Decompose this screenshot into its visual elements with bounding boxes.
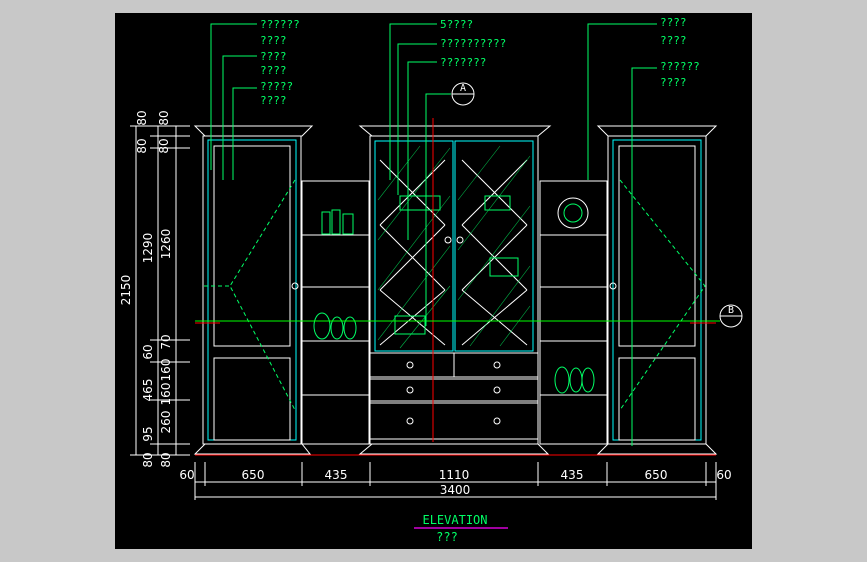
section-marker-a[interactable]: A	[451, 82, 475, 106]
hdim-60-right: 60	[716, 468, 731, 482]
callout-center-1: 5????	[440, 18, 473, 31]
callouts-center: 5???? ?????????? ???????	[440, 18, 506, 69]
horizontal-dimension-chain	[194, 462, 717, 500]
vdim-inner-80-second: 80	[157, 138, 171, 153]
callouts-right: ???? ???? ?????? ????	[660, 16, 700, 89]
vdim-inner-80-bottom: 80	[159, 452, 173, 467]
hdim-435-left: 435	[325, 468, 348, 482]
hdim-1110: 1110	[439, 468, 470, 482]
callout-right-3: ??????	[660, 60, 700, 73]
hdim-435-right: 435	[561, 468, 584, 482]
horizontal-dimension-texts: 60 650 435 1110 435 650 60 3400	[179, 468, 731, 497]
vdim-inner-160-a: 160	[159, 359, 173, 382]
vdim-inner-160-b: 160	[159, 383, 173, 406]
vertical-dimension-texts-inner: 80 80 1260 70 160 160 260 80	[157, 110, 173, 467]
callout-left-5: ?????	[260, 80, 293, 93]
vdim-outer-60: 60	[141, 344, 155, 359]
hdim-60-left: 60	[179, 468, 194, 482]
section-marker-a-label: A	[460, 83, 466, 94]
callout-left-1: ??????	[260, 18, 300, 31]
vdim-inner-80-top: 80	[157, 110, 171, 125]
callout-right-4: ????	[660, 76, 687, 89]
vdim-inner-260: 260	[159, 411, 173, 434]
callouts-left: ?????? ???? ???? ???? ????? ????	[260, 18, 300, 107]
drawing-title: ELEVATION	[422, 513, 487, 527]
callout-center-3: ???????	[440, 56, 486, 69]
callout-center-2: ??????????	[440, 37, 506, 50]
right-wardrobe	[596, 125, 718, 455]
vdim-outer-80-second: 80	[135, 138, 149, 153]
vdim-outer-2150: 2150	[119, 275, 133, 306]
callout-right-1: ????	[660, 16, 687, 29]
decor-plate	[557, 197, 589, 229]
vase-group-upper-left	[321, 209, 354, 235]
callout-right-2: ????	[660, 34, 687, 47]
callout-left-4: ????	[260, 64, 287, 77]
section-marker-b[interactable]: B	[719, 304, 743, 328]
callout-left-2: ????	[260, 34, 287, 47]
section-marker-b-label: B	[728, 305, 734, 316]
vdim-outer-465: 465	[141, 379, 155, 402]
vdim-outer-80-bottom: 80	[141, 452, 155, 467]
vdim-inner-1260: 1260	[159, 229, 173, 260]
vdim-outer-1290: 1290	[141, 233, 155, 264]
callout-left-6: ????	[260, 94, 287, 107]
right-open-shelf	[539, 180, 608, 445]
vdim-outer-95: 95	[141, 426, 155, 441]
bottle-decor	[394, 195, 519, 335]
wine-lattice	[379, 159, 528, 346]
drawing-subtitle: ???	[436, 530, 458, 544]
hdim-650-right: 650	[645, 468, 668, 482]
left-open-shelf	[301, 180, 370, 445]
hdim-total: 3400	[440, 483, 471, 497]
vertical-dimension-chains	[130, 125, 190, 456]
vdim-outer-80-top: 80	[135, 110, 149, 125]
callout-left-3: ????	[260, 50, 287, 63]
center-cabinet	[358, 125, 552, 455]
glass-hatching	[377, 145, 531, 349]
left-wardrobe	[193, 125, 314, 455]
vdim-inner-70: 70	[159, 334, 173, 349]
vase-group-lower-left	[313, 312, 357, 340]
vertical-dimension-texts-outer: 80 80 1290 2150 60 465 95 80	[119, 110, 155, 467]
hdim-650-left: 650	[242, 468, 265, 482]
drawing-title-block: ELEVATION ???	[414, 513, 508, 544]
vase-group-lower-right	[554, 366, 595, 394]
leader-lines	[210, 23, 657, 446]
